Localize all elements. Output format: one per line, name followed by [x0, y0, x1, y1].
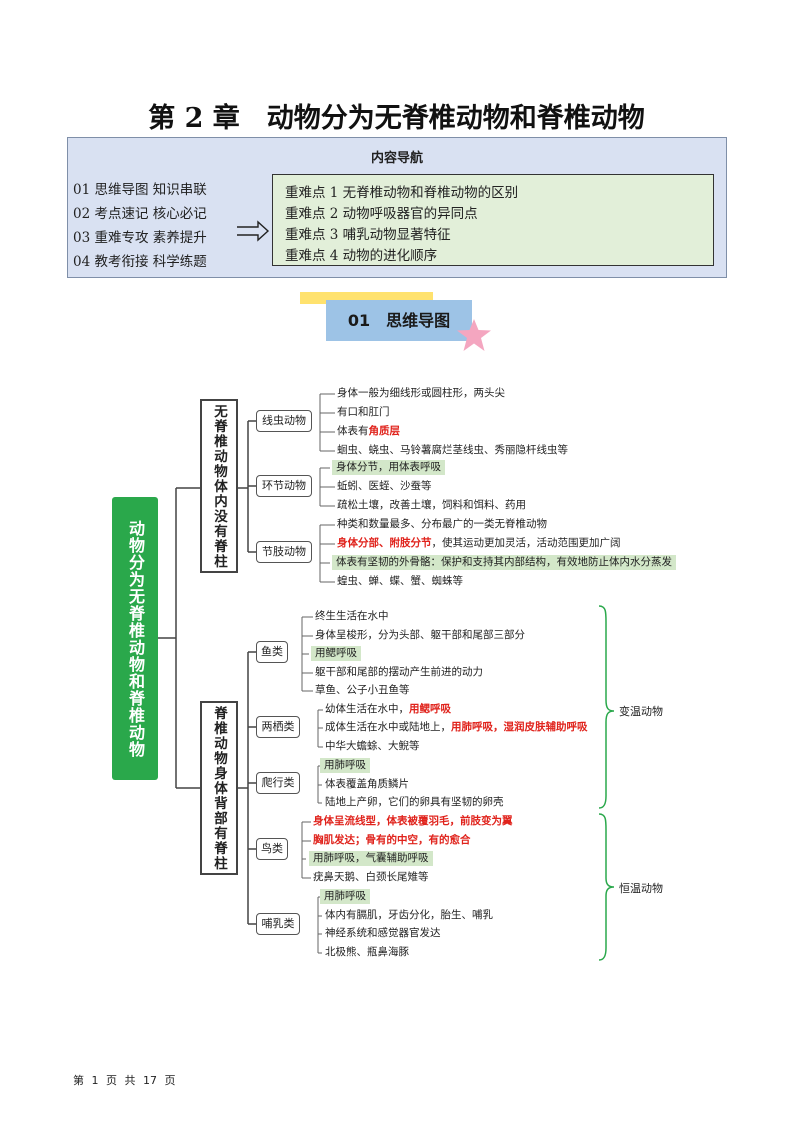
leaf-item: 中华大蟾蜍、大鲵等 — [325, 740, 420, 752]
nav-item-mindmap: 01 思维导图 知识串联 — [73, 182, 207, 198]
point-3: 重难点 3 哺乳动物显著特征 — [285, 227, 451, 243]
point-4: 重难点 4 动物的进化顺序 — [285, 248, 438, 264]
leaf-item: 种类和数量最多、分布最广的一类无脊椎动物 — [337, 518, 547, 530]
group-fish: 鱼类 — [256, 641, 288, 663]
leaf-item-highlight: 用鳃呼吸 — [311, 646, 361, 661]
leaf-item: 体内有膈肌，牙齿分化，胎生、哺乳 — [325, 909, 493, 921]
leaf-item: 蚯蚓、医蛭、沙蚕等 — [337, 480, 432, 492]
vertebrate-category: 脊椎动物身体背部有脊柱 — [200, 701, 238, 875]
warm-blooded-label: 恒温动物 — [619, 882, 663, 895]
leaf-item: 有口和肛门 — [337, 406, 390, 418]
point-2: 重难点 2 动物呼吸器官的异同点 — [285, 206, 478, 222]
leaf-item: 终生生活在水中 — [315, 610, 389, 622]
leaf-item: 幼体生活在水中，用鳃呼吸 — [325, 703, 451, 715]
leaf-item: 疣鼻天鹅、白颈长尾雉等 — [313, 871, 429, 883]
group-bird: 鸟类 — [256, 838, 288, 860]
group-annelid: 环节动物 — [256, 475, 312, 497]
group-arthropod: 节肢动物 — [256, 541, 312, 563]
cold-blooded-label: 变温动物 — [619, 705, 663, 718]
leaf-item: 蛔虫、蛲虫、马铃薯腐烂茎线虫、秀丽隐杆线虫等 — [337, 444, 568, 456]
leaf-item: 身体一般为细线形或圆柱形，两头尖 — [337, 387, 505, 399]
leaf-item: 成体生活在水中或陆地上，用肺呼吸，湿润皮肤辅助呼吸 — [325, 721, 588, 733]
warm-blooded-brace — [598, 813, 615, 961]
invertebrate-category: 无脊椎动物体内没有脊柱 — [200, 399, 238, 573]
difficulty-points-box: 重难点 1 无脊椎动物和脊椎动物的区别 重难点 2 动物呼吸器官的异同点 重难点… — [272, 174, 714, 266]
leaf-item: 神经系统和感觉器官发达 — [325, 927, 441, 939]
leaf-item-highlight: 用肺呼吸 — [320, 758, 370, 773]
nav-item-key-points: 02 考点速记 核心必记 — [73, 206, 207, 222]
leaf-item: 体表有角质层 — [337, 425, 400, 437]
leaf-item-highlight: 用肺呼吸 — [320, 889, 370, 904]
leaf-item-highlight: 身体分节，用体表呼吸 — [332, 460, 445, 475]
star-icon — [457, 319, 491, 351]
double-arrow-icon — [237, 220, 270, 242]
leaf-item: 身体分部、附肢分节，使其运动更加灵活，活动范围更加广阔 — [337, 537, 621, 549]
vertebrate-branch — [238, 651, 256, 925]
leaf-item: 疏松土壤，改善土壤，饲料和饵料、药用 — [337, 499, 526, 511]
invertebrate-label: 无脊椎动物体内没有脊柱 — [211, 403, 227, 569]
leaf-item: 躯干部和尾部的摆动产生前进的动力 — [315, 666, 483, 678]
leaf-item: 体表覆盖角质鳞片 — [325, 778, 409, 790]
leaf-item: 北极熊、瓶鼻海豚 — [325, 946, 409, 958]
leaf-item: 蝗虫、蝉、蝶、蟹、蜘蛛等 — [337, 575, 463, 587]
leaf-item-highlight: 体表有坚韧的外骨骼：保护和支持其内部结构，有效地防止体内水分蒸发 — [332, 555, 676, 570]
page-title: 第 2 章 动物分为无脊椎动物和脊椎动物 — [148, 103, 645, 134]
leaf-item-highlight: 用肺呼吸，气囊辅助呼吸 — [309, 851, 433, 866]
page-footer: 第 1 页 共 17 页 — [73, 1074, 176, 1087]
root-label: 动物分为无脊椎动物和脊椎动物 — [126, 519, 145, 758]
point-1: 重难点 1 无脊椎动物和脊椎动物的区别 — [285, 185, 519, 201]
section-banner: 01 思维导图 — [326, 300, 472, 341]
mindmap-root: 动物分为无脊椎动物和脊椎动物 — [112, 497, 158, 780]
leaf-item: 草鱼、公子小丑鱼等 — [315, 684, 410, 696]
nav-item-exercises: 04 教考衔接 科学练题 — [73, 254, 207, 270]
content-navigation: 内容导航 01 思维导图 知识串联 02 考点速记 核心必记 03 重难专攻 素… — [67, 137, 727, 278]
group-reptile: 爬行类 — [256, 772, 300, 794]
invertebrate-branch — [238, 420, 256, 553]
group-amphibian: 两栖类 — [256, 716, 300, 738]
vertebrate-label: 脊椎动物身体背部有脊柱 — [211, 705, 227, 871]
root-branch — [158, 487, 200, 789]
group-mammal: 哺乳类 — [256, 913, 300, 935]
leaf-item: 胸肌发达；骨有的中空，有的愈合 — [313, 834, 471, 846]
leaf-item: 陆地上产卵，它们的卵具有坚韧的卵壳 — [325, 796, 504, 808]
nav-item-difficulties: 03 重难专攻 素养提升 — [73, 230, 207, 246]
leaf-item: 身体呈梭形，分为头部、躯干部和尾部三部分 — [315, 629, 525, 641]
leaf-item: 身体呈流线型，体表被覆羽毛，前肢变为翼 — [313, 815, 513, 827]
nav-heading: 内容导航 — [370, 151, 423, 166]
cold-blooded-brace — [598, 605, 615, 809]
group-nematode: 线虫动物 — [256, 410, 312, 432]
